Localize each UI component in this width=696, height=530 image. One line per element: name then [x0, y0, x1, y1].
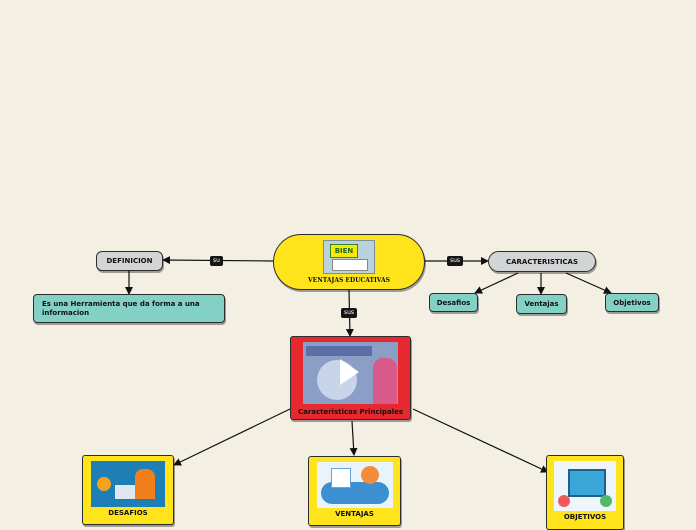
- desafios-image: [91, 461, 165, 507]
- root-image-sign: BIEN: [330, 244, 358, 258]
- line-principal-desafios: [173, 408, 291, 466]
- root-image: BIEN: [323, 240, 375, 274]
- principal-title: Caracteristicas Principales: [297, 408, 404, 416]
- desafios-node[interactable]: Desafios: [429, 293, 478, 312]
- root-node[interactable]: BIEN VENTAJAS EDUCATIVAS: [273, 234, 425, 290]
- definicion-text-node[interactable]: Es una Herramienta que da forma a una in…: [33, 294, 225, 323]
- video-thumbnail[interactable]: [303, 342, 398, 404]
- user-icon: [360, 466, 379, 484]
- video-header-bar: [306, 346, 372, 356]
- caracteristicas-node[interactable]: CARACTERISTICAS: [488, 251, 596, 272]
- play-icon[interactable]: [337, 358, 361, 386]
- ventajas-node[interactable]: Ventajas: [516, 294, 567, 314]
- connector-label-sus-right: sus: [447, 256, 464, 266]
- line-car-desafios: [474, 272, 519, 294]
- line-car-objetivos: [565, 272, 612, 294]
- person-icon: [600, 495, 612, 507]
- principal-node[interactable]: Caracteristicas Principales: [290, 336, 411, 420]
- ventajas-image: [316, 462, 393, 508]
- presenter-figure: [373, 358, 397, 404]
- line-principal-ventajas: [349, 420, 358, 456]
- ventajas-card[interactable]: VENTAJAS: [308, 456, 401, 526]
- gear-icon: [97, 477, 111, 491]
- objetivos-card-label: OBJETIVOS: [563, 513, 607, 521]
- root-title: VENTAJAS EDUCATIVAS: [308, 277, 390, 284]
- desafios-card[interactable]: DESAFIOS: [82, 455, 174, 525]
- definicion-node[interactable]: DEFINICION: [96, 251, 163, 271]
- person-figure: [135, 469, 155, 499]
- desafios-card-label: DESAFIOS: [108, 509, 148, 517]
- connector-label-su: su: [210, 256, 223, 266]
- line-principal-objetivos: [412, 408, 549, 473]
- document-icon: [330, 468, 351, 488]
- laptop-icon: [115, 485, 135, 499]
- monitor-icon: [568, 469, 606, 497]
- laptop-icon: [332, 259, 368, 271]
- connector-label-sus-down: sus: [341, 308, 358, 318]
- objetivos-node[interactable]: Objetivos: [605, 293, 659, 312]
- objetivos-image: [554, 461, 616, 511]
- ventajas-card-label: VENTAJAS: [335, 510, 374, 518]
- objetivos-card[interactable]: OBJETIVOS: [546, 455, 624, 530]
- person-icon: [558, 495, 570, 507]
